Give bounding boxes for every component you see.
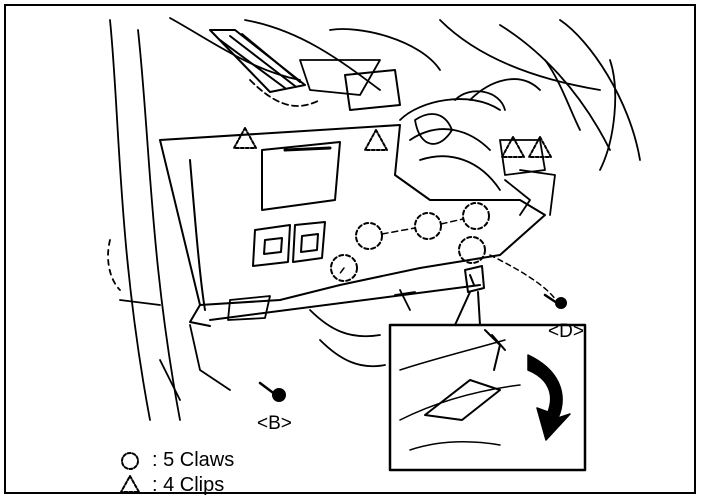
clip-marker — [364, 129, 388, 151]
clip-marker — [528, 136, 552, 158]
legend-clips: : 4 Clips — [118, 474, 224, 497]
label-b: <B> — [257, 413, 292, 434]
clip-d — [464, 265, 485, 293]
panel-openings — [252, 141, 341, 267]
screw-d-leader — [489, 254, 557, 301]
dashboard-contours — [107, 17, 641, 421]
claw-marker — [414, 212, 442, 240]
screw-d-icon — [543, 293, 567, 309]
claw-marker — [462, 202, 490, 230]
lower-panel — [159, 124, 546, 327]
clip-legend-icon — [120, 475, 140, 493]
pull-down-arrow — [527, 354, 571, 441]
legend-clips-text: : 4 Clips — [152, 474, 225, 496]
screw-b-icon — [258, 381, 286, 402]
lower-trim — [159, 289, 416, 401]
claw-marker — [355, 222, 383, 250]
claw-marker — [458, 236, 486, 264]
claw-legend-icon — [121, 452, 139, 470]
claw-marker — [330, 254, 358, 282]
clip-marker — [501, 136, 525, 158]
wiring-harness — [399, 78, 556, 216]
legend-claws-text: : 5 Claws — [152, 449, 235, 471]
label-d: <D> — [548, 321, 584, 342]
claw-pointers — [337, 218, 464, 277]
inset-detail — [388, 291, 587, 472]
clip-marker — [233, 127, 257, 149]
claw-markers — [330, 202, 490, 282]
air-vent — [209, 29, 401, 111]
clip-markers — [233, 127, 552, 158]
legend-claws: : 5 Claws — [118, 449, 234, 472]
